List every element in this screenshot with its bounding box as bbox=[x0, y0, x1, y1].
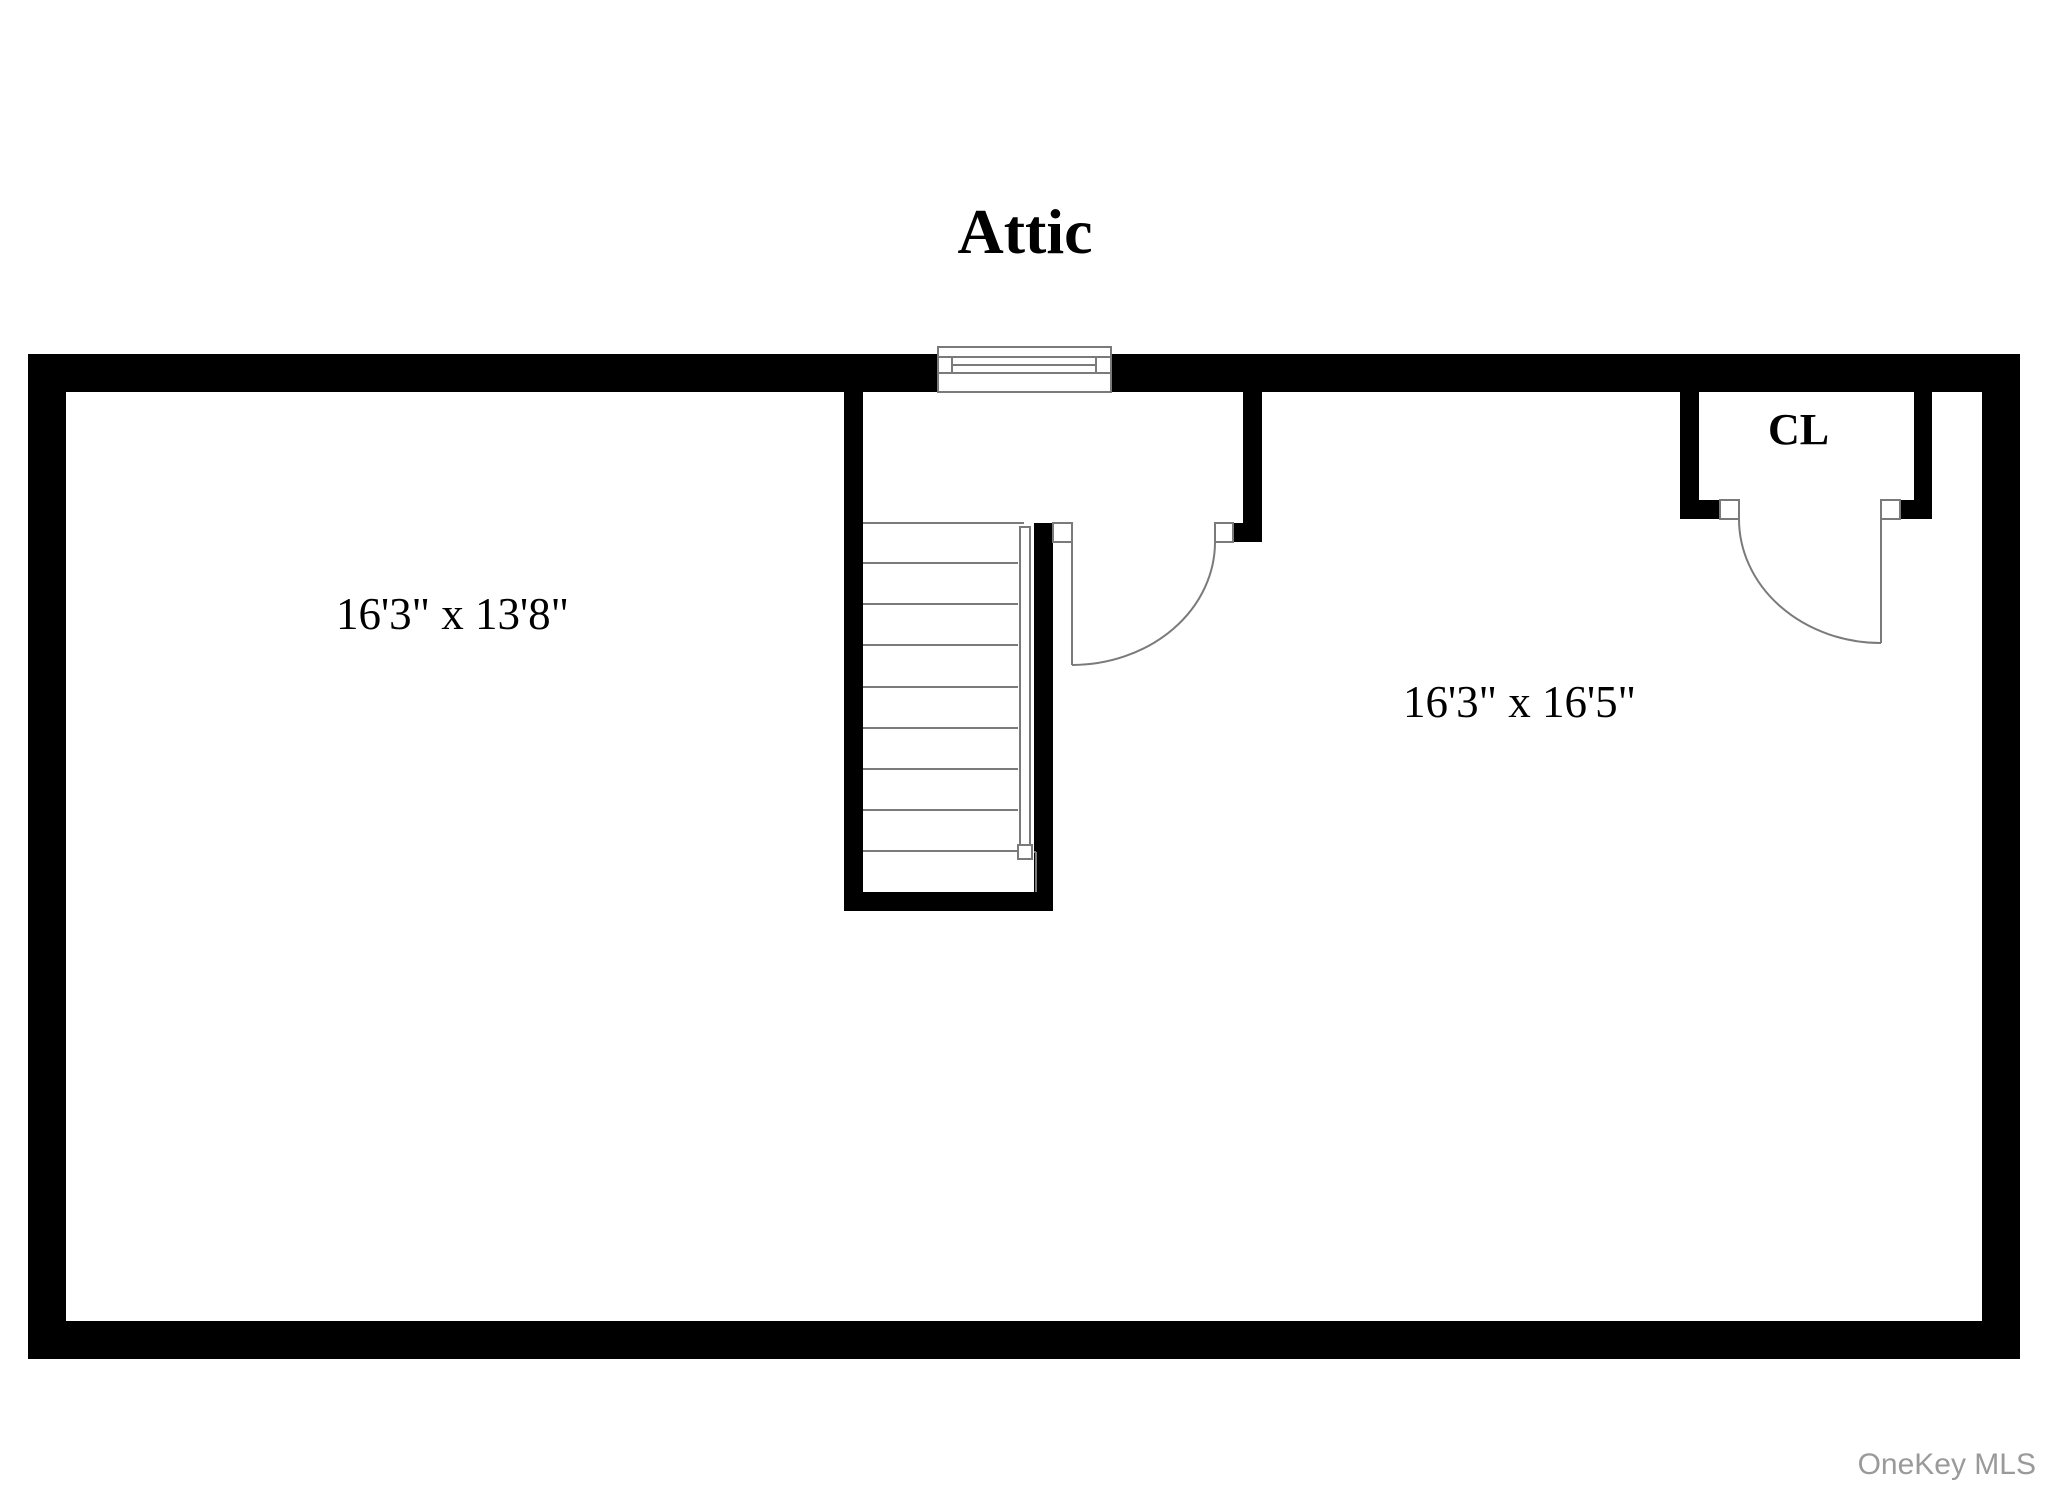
window-icon bbox=[937, 346, 1112, 393]
stair-hall-walls bbox=[844, 392, 1262, 911]
floor-title-text: Attic bbox=[957, 196, 1093, 267]
room-dimensions-left: 16'3" x 13'8" bbox=[336, 589, 569, 639]
door-swing-icon bbox=[1719, 499, 1901, 644]
closet-walls bbox=[1680, 392, 1932, 519]
door-swing-icon bbox=[1052, 522, 1234, 666]
room-dimensions-right: 16'3" x 16'5" bbox=[1403, 677, 1636, 727]
closet-label: CL bbox=[1768, 405, 1830, 454]
floor-title: Attic bbox=[0, 200, 2048, 264]
watermark: OneKey MLS bbox=[1857, 1448, 2036, 1481]
exterior-walls bbox=[28, 354, 2020, 1359]
handrail-icon bbox=[1017, 526, 1033, 860]
stairs-icon bbox=[863, 522, 1037, 892]
